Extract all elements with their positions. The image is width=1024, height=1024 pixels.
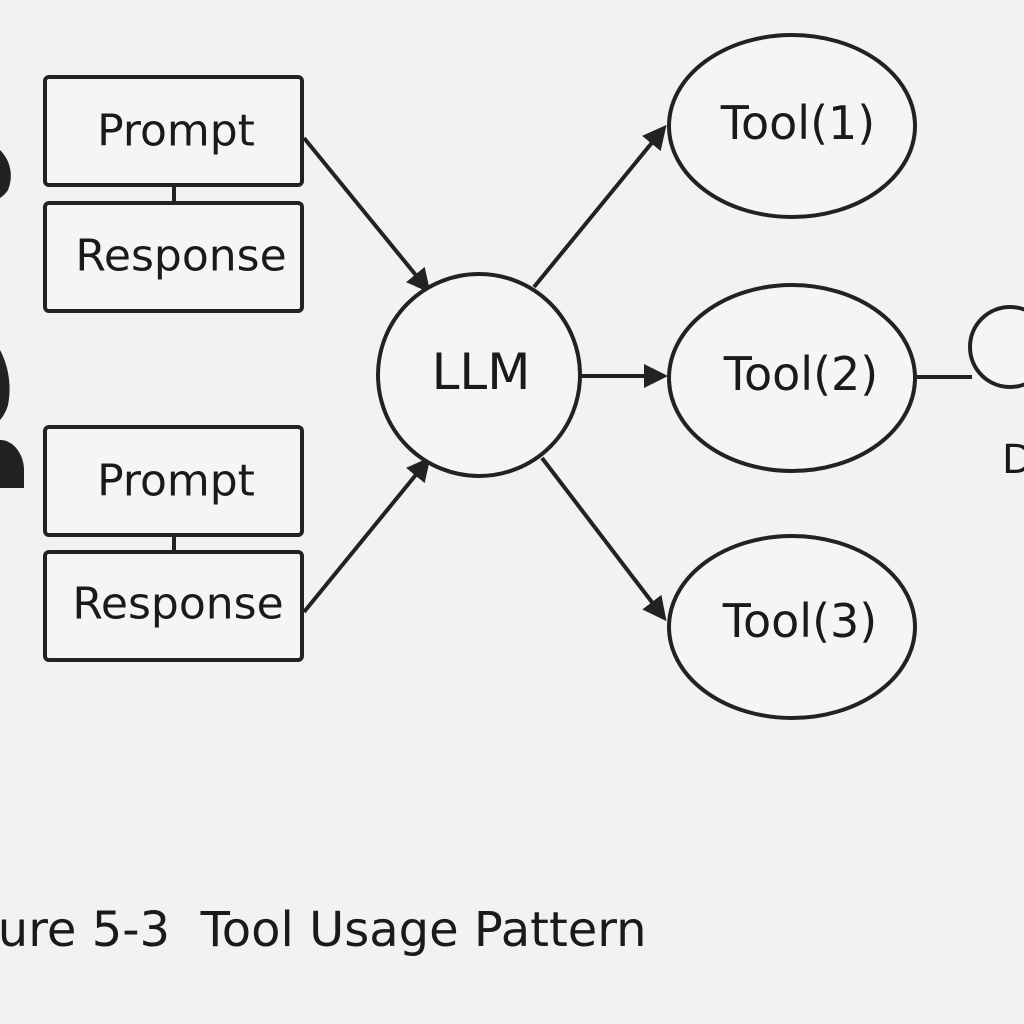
tool-node-1[interactable]: Tool(1): [667, 33, 917, 219]
tool-1-ellipse: [667, 33, 917, 219]
edge-llm-to-tool-1: [532, 124, 667, 289]
person-icon-top: [0, 150, 11, 198]
tool-node-2[interactable]: Tool(2): [667, 283, 917, 473]
llm-label: LLM: [432, 343, 531, 401]
figure-caption: igure 5-3 Tool Usage Pattern: [0, 902, 647, 958]
person-icon-bottom: [0, 350, 24, 488]
response-box-bottom[interactable]: [43, 550, 304, 662]
response-label-bottom: Response: [72, 579, 283, 630]
datastore-node-cropped[interactable]: [968, 305, 1024, 389]
llm-node[interactable]: LLM: [376, 272, 582, 478]
prompt-label-top: Prompt: [97, 106, 255, 157]
response-label-top: Response: [75, 231, 286, 282]
llm-circle: [376, 272, 582, 478]
tool-1-label: Tool(1): [720, 96, 876, 150]
response-box-top[interactable]: [43, 201, 304, 313]
conversation-top: Prompt Response: [43, 75, 304, 313]
tool-3-label: Tool(3): [722, 594, 878, 648]
prompt-box-bottom[interactable]: [43, 425, 304, 537]
prompt-box-top[interactable]: [43, 75, 304, 187]
edge-prompt-to-llm: [302, 136, 431, 294]
datastore-circle: [968, 305, 1024, 389]
edge-response-to-llm: [302, 456, 431, 614]
prompt-label-bottom: Prompt: [97, 456, 255, 507]
tool-node-3[interactable]: Tool(3): [667, 534, 917, 720]
datastore-label-cropped: D: [1002, 437, 1024, 483]
edge-llm-to-tool-3: [540, 456, 667, 622]
tool-2-label: Tool(2): [723, 347, 879, 401]
tool-3-ellipse: [667, 534, 917, 720]
conversation-bottom: Prompt Response: [43, 425, 304, 662]
